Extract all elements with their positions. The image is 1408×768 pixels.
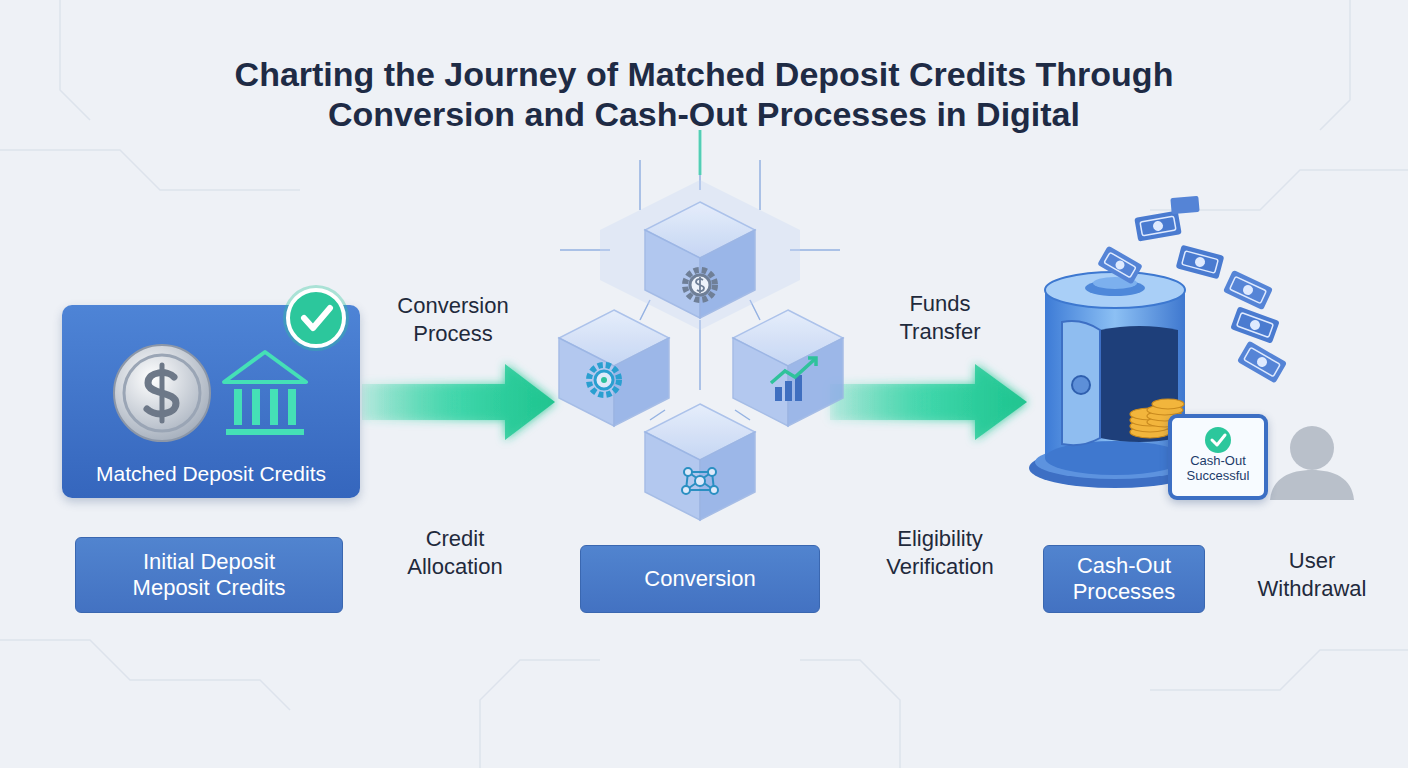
node-text: Cash-Out Processes: [1054, 553, 1194, 606]
flying-bills: [1097, 196, 1287, 384]
stage-tag: Initial Deposit Meposit Credits: [75, 537, 343, 613]
stage-tag: Conversion: [580, 545, 820, 613]
step-label: Conversion Process: [378, 292, 528, 348]
step-label: Funds Transfer: [880, 290, 1000, 346]
conversion-cubes: [559, 130, 843, 520]
flow-arrow: [830, 364, 1027, 440]
node-text: Conversion: [644, 566, 755, 592]
chart-icon: [771, 358, 816, 401]
deposit-card: Matched Deposit Credits: [62, 305, 360, 498]
flow-arrow: [362, 364, 555, 440]
network-icon: [682, 468, 718, 494]
node-text: Initial Deposit Meposit Credits: [104, 549, 314, 602]
node-text: Cash-Out Successful: [1176, 454, 1260, 484]
step-label: Eligibility Verification: [860, 525, 1020, 581]
step-label: User Withdrawal: [1237, 547, 1387, 603]
node-text: Matched Deposit Credits: [96, 462, 326, 486]
stage-tag: Cash-Out Processes: [1043, 545, 1205, 613]
user-silhouette: [1270, 426, 1354, 500]
step-label: Credit Allocation: [390, 525, 520, 581]
tablet-screen: Cash-Out Successful: [1168, 414, 1268, 500]
gear-icon: [685, 270, 715, 300]
gear-icon: [589, 365, 619, 395]
diagram-title: Charting the Journey of Matched Deposit …: [214, 54, 1194, 134]
